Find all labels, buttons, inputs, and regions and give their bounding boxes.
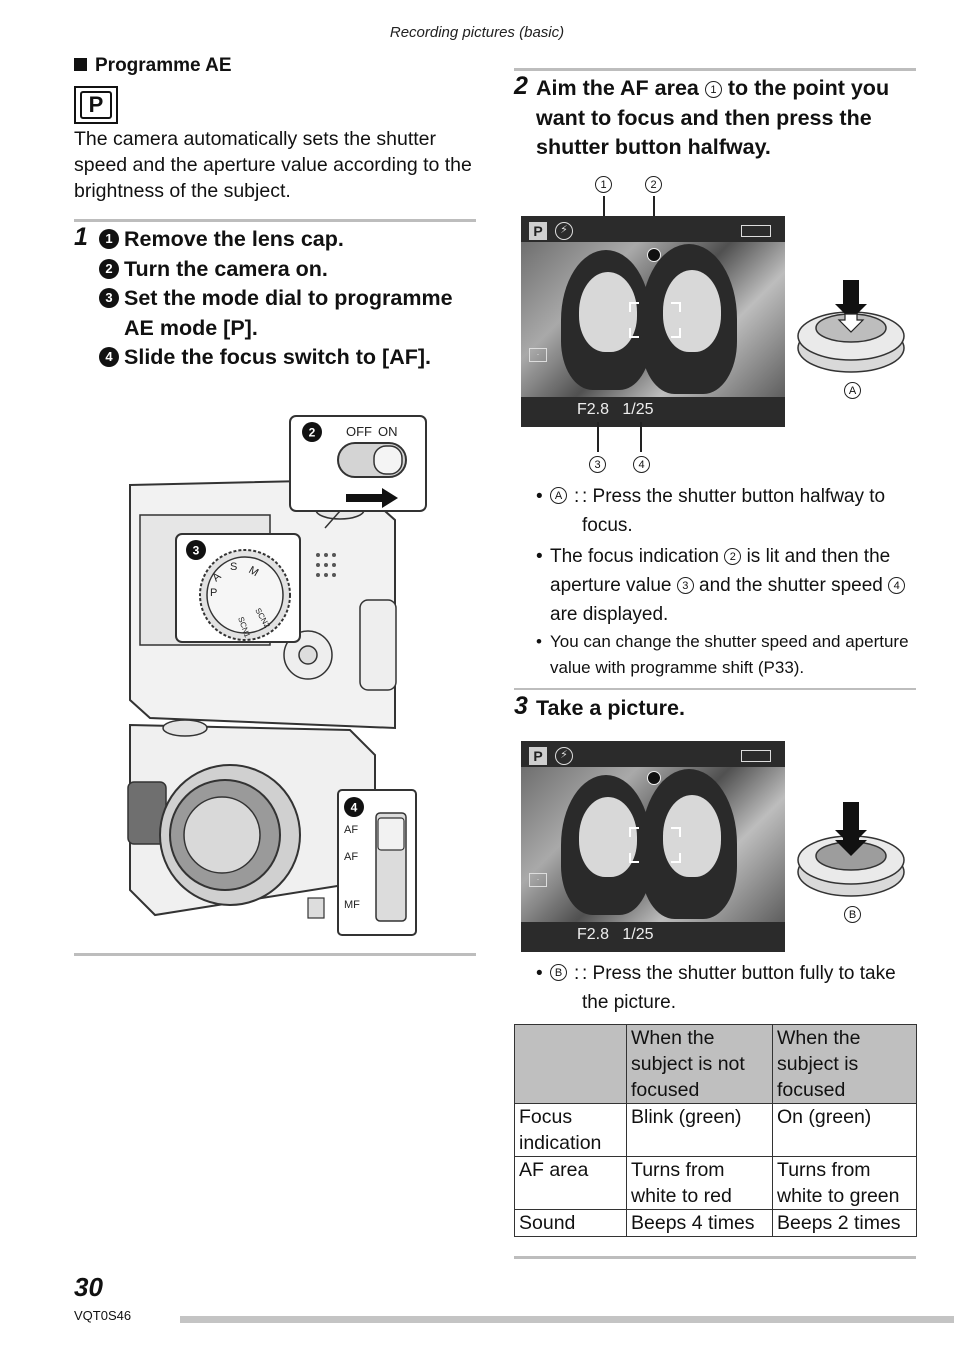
lcd-screen-fully: P ⚡ · F2.8 1/25 [521,741,785,952]
focus-indication-dot [647,248,661,262]
mode-p-icon: P [529,747,547,765]
button-label-a: A [844,382,861,399]
mode-p-icon: P [529,222,547,240]
table-row: Sound Beeps 4 times Beeps 2 times [514,1209,917,1237]
leader-line [640,422,642,452]
lcd-screen-halfway: P ⚡ · F2.8 1/25 [521,216,785,427]
section-heading: Programme AE [74,55,232,77]
step-number: 1 [74,223,88,251]
callout-af-area: 1 [595,176,612,193]
camera-front-icon [127,719,376,919]
battery-icon [741,225,771,237]
table-row: Focus indication Blink (green) On (green… [514,1103,917,1157]
shutter-button-fully-icon [797,802,905,897]
metering-icon: · [529,348,547,362]
callout-label: 4 [351,801,358,815]
focus-label: MF [344,899,360,911]
focus-label: AF [344,824,358,836]
page-header: Recording pictures (basic) [389,24,565,41]
mode-dial-callout: 3 M S A P SCN2 SCN1 [175,533,301,643]
table-header-row: When the subject is not focused When the… [514,1024,917,1104]
shutter-button-halfway-icon [797,280,905,373]
focus-label: AF [344,851,358,863]
divider [74,953,476,956]
note-item: • A : : Press the shutter button halfway… [536,486,886,536]
flash-icon: ⚡ [555,222,573,240]
footer-bar [180,1316,954,1323]
dial-label: P [210,587,217,599]
focus-status-table: When the subject is not focused When the… [514,1024,917,1237]
note-item: • You can change the shutter speed and a… [536,632,909,677]
callout-aperture: 3 [589,456,606,473]
divider [514,688,916,690]
table-row: AF area Turns from white to red Turns fr… [514,1156,917,1210]
power-switch-callout: 2 OFF ON [289,415,427,529]
document-code: VQT0S46 [74,1308,132,1323]
callout-label: 3 [193,544,200,558]
intro-text: The camera automatically sets the shutte… [74,128,472,202]
callout-focus-indication: 2 [645,176,662,193]
step-3-notes: • B : : Press the shutter button fully t… [522,959,916,1017]
note-item: • B : : Press the shutter button fully t… [536,963,896,1013]
exposure-readout: F2.8 1/25 [577,401,654,418]
square-bullet-icon [74,58,87,71]
callout-shutter: 4 [633,456,650,473]
subjects-photo [521,242,785,397]
callout-label: 2 [309,426,316,440]
programme-mode-icon: P [74,86,118,124]
note-item: • The focus indication 2 is lit and then… [522,542,916,629]
divider [74,219,476,222]
off-label: OFF [346,424,372,439]
dial-label: S [230,561,237,573]
subjects-photo [521,767,785,922]
camera-illustration: 2 OFF ON 3 M S A P SCN2 SCN1 4 AF AF [127,415,427,936]
flash-icon: ⚡ [555,747,573,765]
on-label: ON [378,424,398,439]
metering-icon: · [529,873,547,887]
button-label-b: B [844,906,861,923]
divider [514,1256,916,1259]
step-3-title: 3 Take a picture. [514,692,685,720]
focus-switch-callout: 4 AF AF MF [337,789,417,936]
battery-icon [741,750,771,762]
divider [514,68,916,71]
page-number: 30 [74,1272,103,1302]
step-2-title: 2 Aim the AF area 1 to the point you wan… [514,72,890,159]
focus-indication-dot [647,771,661,785]
exposure-readout: F2.8 1/25 [577,926,654,943]
leader-line [597,422,599,452]
step-2-notes: • A : : Press the shutter button halfway… [522,482,916,681]
